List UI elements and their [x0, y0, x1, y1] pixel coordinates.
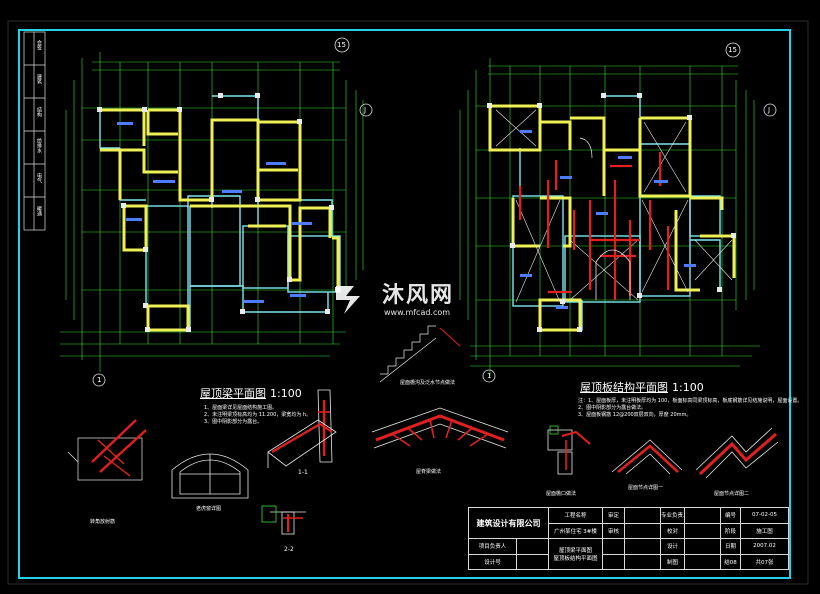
- tb-drawing-1: 屋顶梁平面图: [558, 548, 592, 554]
- right-axis-bottom-label: 1: [487, 372, 492, 380]
- right-plan-thick-beams: [488, 104, 736, 332]
- tb-drawing-names: 屋顶梁平面图 屋顶板结构平面图: [548, 538, 603, 570]
- detail-node-1: [611, 439, 683, 475]
- inner-border: [18, 29, 791, 579]
- watermark-logo: [336, 286, 360, 314]
- detail-section-1-1: [267, 419, 337, 468]
- left-axis-top-label: 15: [337, 41, 346, 49]
- tb-designed: 设计: [660, 538, 685, 555]
- detail-stair-gutter: [379, 325, 461, 383]
- caption-corner: 转角放射筋: [90, 519, 116, 525]
- right-note-2: 2、图中阴影部分为露台做法。: [578, 404, 647, 411]
- detail-eave-node: [547, 425, 591, 475]
- right-axis-right-label: J: [768, 106, 771, 114]
- tb-date: 2007.02: [740, 538, 789, 555]
- right-axis-top-label: 15: [728, 46, 737, 54]
- left-plan-scale: 1:100: [270, 387, 302, 400]
- caption-stair: 屋面檐沟及泛水节点做法: [400, 380, 456, 386]
- left-plan-notes: 1、屋面梁详见屋面结构施工图。 2、未注明梁顶标高均为 11.200，梁宽均为 …: [204, 405, 311, 425]
- right-plan-stair-arc: [579, 137, 593, 159]
- strip-label-4: 电气: [36, 173, 42, 183]
- right-plan-title-text: 屋顶板结构平面图: [580, 381, 668, 394]
- caption-window: 老虎窗详图: [196, 506, 222, 512]
- strip-label-1: 建筑: [36, 74, 42, 84]
- outer-border: [7, 20, 809, 585]
- watermark-brand: 沐风网: [382, 283, 455, 308]
- right-plan-columns: [487, 93, 736, 332]
- detail-ridge-beam: [371, 407, 509, 449]
- left-plan-grid: [60, 52, 364, 372]
- tb-date-label: 日期: [720, 538, 741, 555]
- tb-proj-label: 工程名称: [548, 507, 603, 524]
- caption-eave: 屋面檐口做法: [546, 491, 577, 497]
- tb-sheet: 结08: [720, 553, 741, 570]
- caption-node1: 屋面节点详图一: [628, 485, 664, 491]
- left-plan-axis-bubbles: [92, 37, 373, 387]
- right-plan-blue-labels: [520, 130, 696, 309]
- tb-checked: 校对: [660, 522, 685, 539]
- tb-design-label: 设计号: [468, 553, 517, 570]
- right-axis-right-bubble: [763, 103, 777, 117]
- left-axis-bottom-label: 1: [97, 376, 102, 384]
- left-plan-title: 屋顶梁平面图 1:100: [200, 388, 302, 399]
- left-note-3: 3、图中阴影部分为露台。: [204, 418, 263, 425]
- left-plan-columns: [97, 93, 340, 332]
- tb-drawn: 制图: [660, 553, 685, 570]
- left-plan-title-text: 屋顶梁平面图: [200, 387, 266, 400]
- caption-node2: 屋面节点详图二: [714, 491, 750, 497]
- right-plan-arch: [595, 249, 631, 300]
- tb-reviewed: 审核: [602, 522, 625, 539]
- tb-approved: 审定: [602, 507, 625, 524]
- left-axis-bottom-bubble: [92, 373, 106, 387]
- strip-label-0: 会签: [36, 40, 42, 50]
- caption-ridge: 屋脊梁做法: [416, 469, 442, 475]
- right-plan-scale: 1:100: [672, 381, 704, 394]
- strip-label-3: 给排水: [36, 138, 42, 153]
- left-plan-thick-beams: [100, 108, 340, 332]
- detail-dormer-window: [171, 453, 249, 499]
- tb-phase-label: 阶段: [720, 522, 741, 539]
- right-axis-bottom-bubble: [482, 369, 496, 383]
- tb-total: 共07张: [740, 553, 789, 570]
- tb-major-label: 专业负责人: [660, 507, 685, 524]
- tb-no-label: 编号: [720, 507, 741, 524]
- left-axis-right-bubble: [359, 103, 373, 117]
- left-note-2: 2、未注明梁顶标高均为 11.200，梁宽均为 h。: [204, 411, 312, 418]
- tb-phase: 施工图: [740, 522, 789, 539]
- title-block: 建筑设计有限公司 工程名称 审定 专业负责人 编号 07-02-05 广州某住宅…: [468, 507, 789, 570]
- left-axis-top-bubble: [334, 37, 350, 53]
- detail-eave-column: [317, 389, 333, 463]
- right-plan-slab-diagonals: [495, 109, 733, 303]
- left-signature-strip: [23, 31, 46, 231]
- tb-no: 07-02-05: [740, 507, 789, 524]
- detail-node-2: [695, 427, 779, 479]
- right-axis-top-bubble: [725, 42, 741, 58]
- left-note-1: 1、屋面梁详见屋面结构施工图。: [204, 405, 278, 411]
- caption-sec22: 2-2: [284, 546, 294, 553]
- left-plan-blue-labels: [117, 122, 312, 303]
- detail-section-2-2: [261, 505, 306, 535]
- tb-drawing-2: 屋顶板结构平面图: [553, 556, 598, 562]
- strip-label-2: 结构: [36, 107, 42, 117]
- tb-company: 建筑设计有限公司: [468, 507, 549, 539]
- right-plan-red-rebar: [518, 152, 670, 300]
- caption-sec11: 1-1: [298, 469, 308, 476]
- tb-project: 广州某住宅 3#楼: [548, 522, 603, 539]
- detail-corner-rebar: [67, 419, 147, 481]
- right-note-1: 注：1、屋面板厚，未注明板厚均为 100，板面标高同梁顶标高，板底钢筋详见结施说…: [578, 398, 803, 404]
- right-note-3: 3、屋面板钢筋 12@200双层双向，厚度 20mm。: [578, 411, 692, 418]
- right-plan-notes: 注：1、屋面板厚，未注明板厚均为 100，板面标高同梁顶标高，板底钢筋详见结施说…: [578, 398, 802, 418]
- watermark-url: www.mfcad.com: [384, 308, 451, 317]
- right-plan-axis-bubbles: [482, 42, 777, 383]
- tb-leader-label: 项目负责人: [468, 538, 517, 555]
- strip-label-5: 暖通: [36, 206, 42, 216]
- right-plan-title: 屋顶板结构平面图 1:100: [580, 382, 704, 393]
- left-axis-right-label: J: [364, 106, 367, 114]
